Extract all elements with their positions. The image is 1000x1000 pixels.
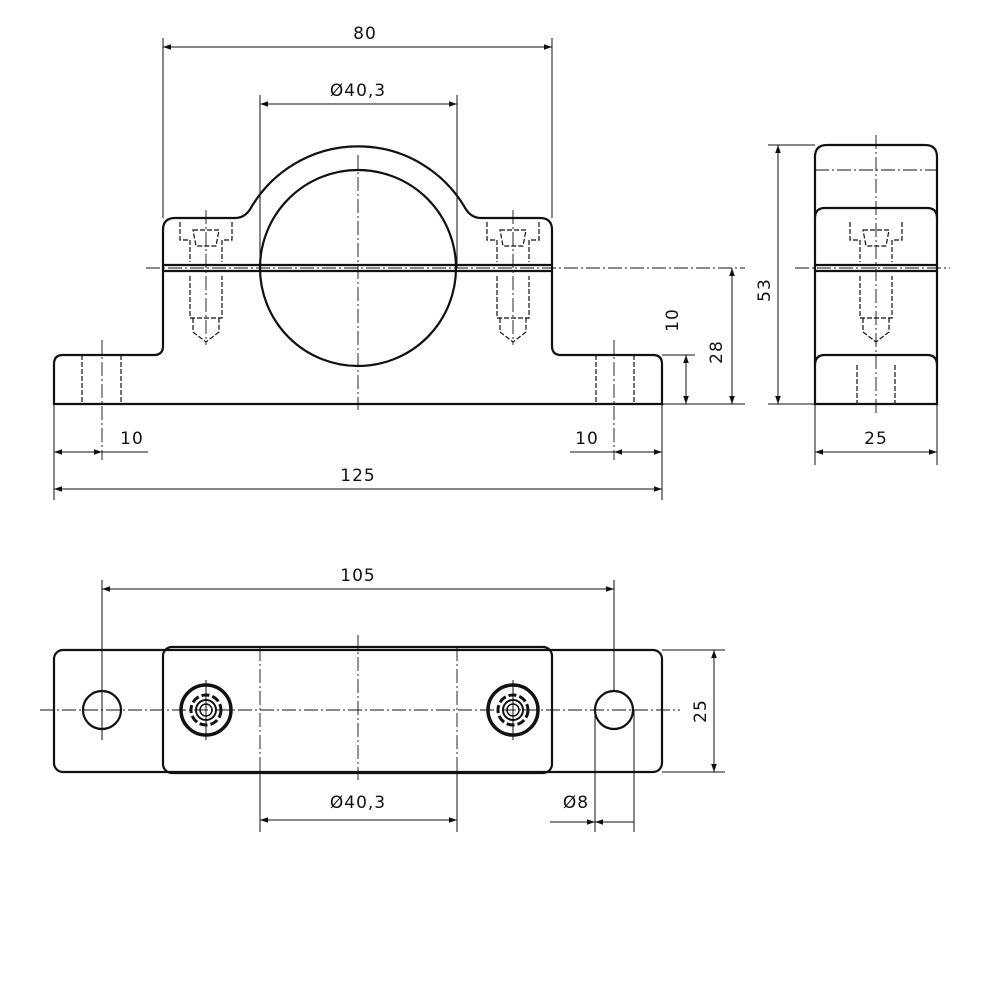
top-dimensions: 105 25 Ø40,3 Ø8 bbox=[101, 566, 725, 832]
bolt-right bbox=[486, 210, 540, 345]
dim-53: 53 bbox=[755, 278, 775, 302]
dim-28: 28 bbox=[707, 340, 727, 364]
dim-125: 125 bbox=[340, 466, 375, 486]
dim-10-left: 10 bbox=[120, 429, 144, 449]
dim-bore-top: Ø40,3 bbox=[330, 793, 386, 813]
dim-80: 80 bbox=[353, 24, 377, 44]
dim-25-side: 25 bbox=[864, 429, 888, 449]
front-dimensions: 80 Ø40,3 10 28 53 10 10 125 25 bbox=[53, 24, 938, 500]
side-view bbox=[795, 135, 950, 415]
top-view bbox=[40, 635, 680, 780]
front-view bbox=[52, 145, 745, 460]
dim-hole-diameter: Ø8 bbox=[563, 793, 589, 813]
bolt-left bbox=[179, 210, 233, 345]
dim-25-top: 25 bbox=[691, 699, 711, 723]
dim-10-right: 10 bbox=[575, 429, 599, 449]
dim-105: 105 bbox=[340, 566, 375, 586]
dim-10-height: 10 bbox=[663, 308, 683, 332]
dim-bore-front: Ø40,3 bbox=[330, 81, 386, 101]
